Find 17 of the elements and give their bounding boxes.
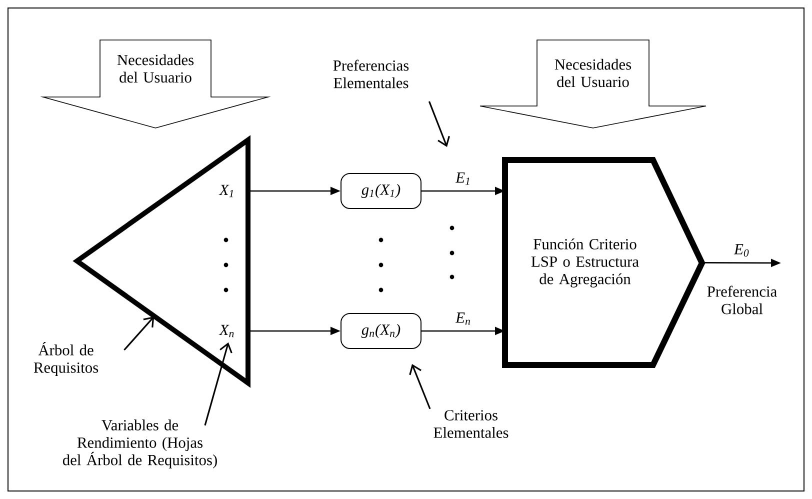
criterion-box: g$_{n}$(X$_{n}$) [340, 313, 422, 349]
edge-label: E$_{0}$ [734, 244, 749, 257]
variable-label: X$_{n}$ [218, 324, 234, 338]
annotation-text: Variables de Rendimiento (Hojas del Árbol de Requisitos) [62, 420, 217, 468]
annotation-text: Preferencias Elementales [333, 60, 409, 88]
leader-arrow [409, 364, 431, 410]
criterion-box: g$_{1}$(X$_{1}$) [340, 173, 422, 209]
leader-arrow [124, 316, 154, 351]
edge-label: E$_{n}$ [455, 312, 470, 325]
aggregation-block: Función Criterio LSP o Estructura de Agregación [502, 157, 706, 368]
leader-arrow [204, 342, 232, 426]
variable-label: X$_{1}$ [218, 184, 234, 198]
leader-arrow [428, 101, 450, 147]
output-label: Preferencia Global [707, 286, 777, 314]
annotation-text: Criterios Elementales [434, 410, 508, 438]
annotation-text: Árbol de Requisitos [34, 342, 98, 376]
edge-label: E$_{1}$ [455, 172, 470, 185]
